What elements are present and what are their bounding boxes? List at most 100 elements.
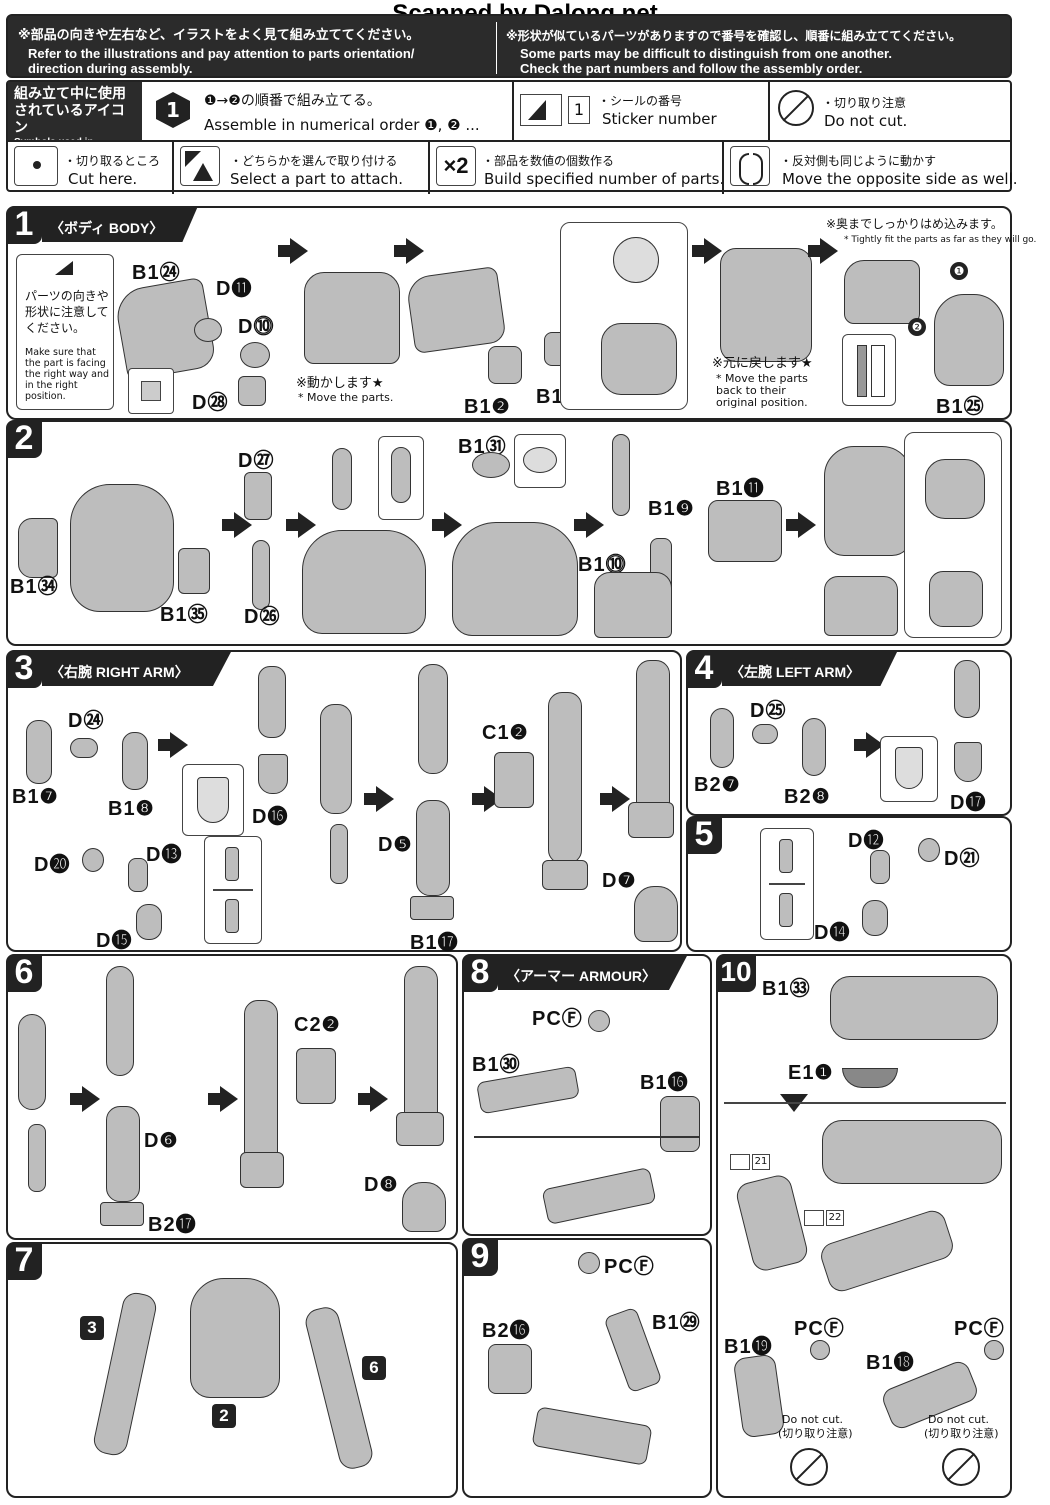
cut-here-icon [14, 146, 58, 186]
label-d27: D㉗ [238, 450, 275, 472]
restore-en-1: * Move the parts [716, 372, 808, 385]
move-parts-en: * Move the parts. [298, 391, 394, 404]
flow-arrow [854, 732, 884, 758]
left-arm-upper [18, 1014, 46, 1110]
restore-en-2: back to their [716, 384, 786, 397]
torso-ref-badge: 2 [212, 1404, 236, 1428]
label-b1-9: B1❾ [648, 498, 695, 520]
label-b1-35: B1㉟ [160, 604, 209, 626]
flow-arrow [278, 238, 308, 264]
label-b1-19: B1⓳ [724, 1336, 773, 1358]
note-en-5: position. [25, 391, 66, 402]
flow-arrow [432, 512, 462, 538]
body-frame-restored [720, 248, 812, 362]
select-part-icon [180, 146, 220, 186]
label-b1-10: B1⓾ [578, 554, 627, 576]
flow-arrow [394, 238, 424, 264]
label-d26: D㉖ [244, 606, 281, 628]
legend-divider-5 [722, 140, 724, 194]
label-pcf-10a: PCⒻ [794, 1318, 845, 1340]
no-cut-jp-a: (切り取り注意) [778, 1427, 853, 1440]
step-1-title-bar [42, 206, 198, 242]
label-b1-17: B1⓱ [410, 932, 459, 954]
flow-arrow [70, 1086, 100, 1112]
step-10-panel: 10 B1㉝ E1❶ 21 22 B1⓳ PCⒻ B1⓲ PCⒻ Do not … [716, 954, 1012, 1498]
neck-joint-part [332, 448, 352, 510]
legend-divider-2 [768, 82, 770, 140]
d21-part [918, 838, 940, 862]
d5-forearm [416, 800, 450, 896]
d28-part [238, 376, 266, 406]
cuff-base [542, 860, 588, 890]
b1-19-part [732, 1353, 786, 1439]
no-cut-icon-a [790, 1448, 828, 1486]
cut-here-jp: ・切り取るところ [64, 154, 161, 168]
b1-9-joint [612, 434, 630, 516]
order-jp: ❶→❷の順番で組み立てる。 [204, 93, 381, 109]
label-d7: D❼ [602, 870, 637, 892]
step-4-title: 〈左腕 LEFT ARM〉 [730, 664, 861, 680]
fit-tight-jp: ※奥までしっかりはめ込みます。 [826, 217, 1003, 231]
step-10-divider [724, 1102, 1006, 1104]
d27-part [244, 472, 272, 520]
label-pcf-10b: PCⒻ [954, 1318, 1005, 1340]
flow-arrow [364, 786, 394, 812]
label-d21: D㉑ [944, 848, 981, 870]
arm-with-cuff [548, 692, 582, 864]
note-en-3: the right way and [25, 369, 110, 380]
symbols-title-jp1: 組み立て中に使用 [14, 86, 126, 102]
body-frame-moving [304, 272, 400, 364]
sticker-jp: ・シールの番号 [598, 94, 683, 108]
header-left-jp: ※部品の向きや左右など、イラストをよく見て組み立ててください。 [18, 28, 420, 43]
label-e1-1: E1❶ [788, 1062, 834, 1084]
symbols-title-jp2: されているアイコン [14, 103, 125, 136]
neck-detail-box [378, 436, 424, 520]
label-b2-17: B2⓱ [148, 1214, 197, 1236]
symbols-legend: 組み立て中に使用 されているアイコン Symbols used in instr… [6, 80, 1018, 194]
header-left-en2: direction during assembly. [28, 61, 193, 76]
no-cut-icon-b [942, 1448, 980, 1486]
flow-arrow [158, 732, 188, 758]
no-cut-jp: ・切り取り注意 [822, 96, 907, 110]
step-8-panel: 8 〈アーマー ARMOUR〉 PCⒻ B1㉚ B1⓰ [462, 954, 712, 1236]
opposite-jp: ・反対側も同じように動かす [780, 154, 937, 168]
legend-row-divider [8, 140, 1012, 142]
c1-2-part [494, 752, 534, 808]
step-10-number: 10 [716, 954, 756, 992]
armour-assembled-9 [531, 1406, 653, 1466]
sticker-number-box: 1 [568, 96, 590, 124]
b2-7-part [710, 708, 734, 768]
step-5-number: 5 [686, 816, 722, 854]
label-b1-34: B1㉞ [10, 576, 59, 598]
b1-31-detail-box [514, 434, 566, 488]
no-cut-en-a: Do not cut. [782, 1413, 844, 1426]
header-right-en2: Check the part numbers and follow the as… [520, 61, 863, 76]
sticker-flag-icon [528, 100, 546, 120]
assembled-torso [190, 1278, 280, 1398]
label-c1-2: C1❷ [482, 722, 529, 744]
header-left-en1: Refer to the illustrations and pay atten… [28, 46, 415, 61]
armour-assembled-8 [541, 1166, 657, 1226]
note-en-1: Make sure that [25, 347, 96, 358]
flow-arrow [208, 1086, 238, 1112]
order-icon: 1 [156, 92, 190, 128]
d15-part [136, 904, 162, 940]
label-b1-25: B1㉕ [936, 396, 985, 418]
d24-ball [70, 738, 98, 758]
left-arm-joint [28, 1124, 46, 1192]
step-2-panel: 2 B1㉞ B1㉟ D㉗ D㉖ B1㉛ B1❾ B1⓾ B1⓫ [6, 420, 1012, 646]
step-2-number: 2 [6, 420, 42, 458]
fit-order-1: ❶ [950, 262, 968, 280]
body-frame-assembled [405, 265, 507, 355]
pcf-ball-10a [810, 1340, 830, 1360]
left-arm-forearm-top [106, 966, 134, 1076]
label-d28: D㉘ [192, 392, 229, 414]
label-b1-7: B1❼ [12, 786, 59, 808]
header-right-en1: Some parts may be difficult to distingui… [520, 46, 892, 61]
label-b1-2: B1❷ [464, 396, 511, 418]
note-en-4: in the right [25, 380, 78, 391]
multiply-en: Build specified number of parts. [484, 170, 725, 188]
torso-assembled [824, 446, 912, 556]
lower-body-assembled [824, 576, 898, 636]
b1-34-part [18, 518, 58, 578]
